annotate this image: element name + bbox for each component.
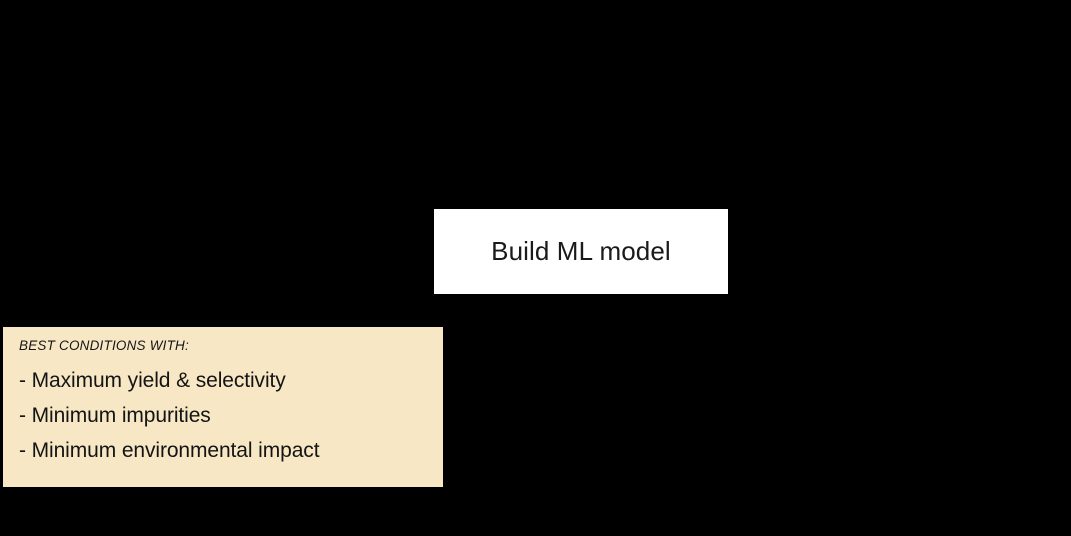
list-item: - Maximum yield & selectivity xyxy=(19,368,286,392)
process-box-build-ml-model[interactable]: Build ML model xyxy=(434,209,728,294)
note-box-list: - Maximum yield & selectivity - Minimum … xyxy=(19,363,443,468)
process-box-label: Build ML model xyxy=(491,236,671,267)
list-item: - Minimum environmental impact xyxy=(19,438,320,462)
list-item: - Minimum impurities xyxy=(19,403,211,427)
note-box-best-conditions[interactable]: BEST CONDITIONS WITH: - Maximum yield & … xyxy=(3,327,443,487)
note-box-heading: BEST CONDITIONS WITH: xyxy=(19,338,189,353)
